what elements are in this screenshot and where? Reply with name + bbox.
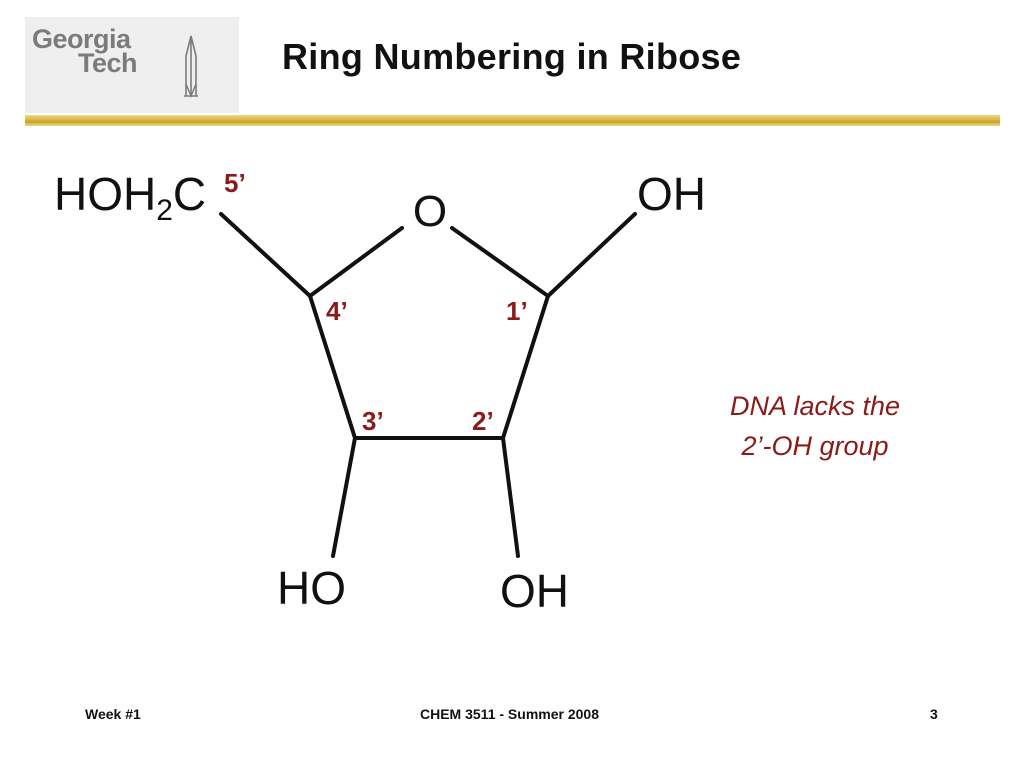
c5-group-label: HOH2C (54, 168, 206, 227)
bond-c1-oh (546, 212, 637, 298)
header-divider (25, 115, 1000, 126)
logo-line-1: Georgia (32, 24, 131, 54)
footer-slide-number: 3 (930, 706, 938, 722)
position-5-label: 5’ (224, 168, 246, 198)
c3-ho-label: HO (277, 562, 346, 614)
bond-o-c1 (450, 226, 550, 298)
c5-group-end: C (173, 168, 206, 220)
footer-course: CHEM 3511 - Summer 2008 (420, 706, 599, 722)
logo-line-2: Tech (78, 48, 138, 78)
c1-oh-label: OH (637, 168, 706, 220)
bond-c1-c2 (501, 294, 550, 440)
georgia-tech-logo: Georgia Tech (32, 24, 138, 78)
logo-panel (25, 17, 239, 113)
tech-tower-icon (184, 35, 198, 98)
dna-note: DNA lacks the 2’-OH group (700, 386, 930, 466)
bond-c2-oh (501, 436, 520, 558)
position-1-label: 1’ (506, 296, 528, 326)
c2-oh-label: OH (500, 565, 569, 617)
bond-c4-c5 (219, 212, 312, 298)
position-2-label: 2’ (472, 406, 494, 436)
bond-c3-oh (331, 436, 357, 558)
c5-group-subscript: 2 (156, 194, 173, 227)
slide-title: Ring Numbering in Ribose (282, 36, 742, 77)
bond-c4-c3 (308, 294, 357, 440)
dna-note-line-1: DNA lacks the (729, 391, 901, 421)
dna-note-line-2: 2’-OH group (741, 431, 889, 461)
bond-o-c4 (308, 226, 404, 298)
ring-oxygen-label: O (413, 187, 447, 236)
position-3-label: 3’ (362, 406, 384, 436)
position-4-label: 4’ (326, 296, 348, 326)
footer-week: Week #1 (85, 706, 141, 722)
c5-group-main: HOH (54, 168, 156, 220)
